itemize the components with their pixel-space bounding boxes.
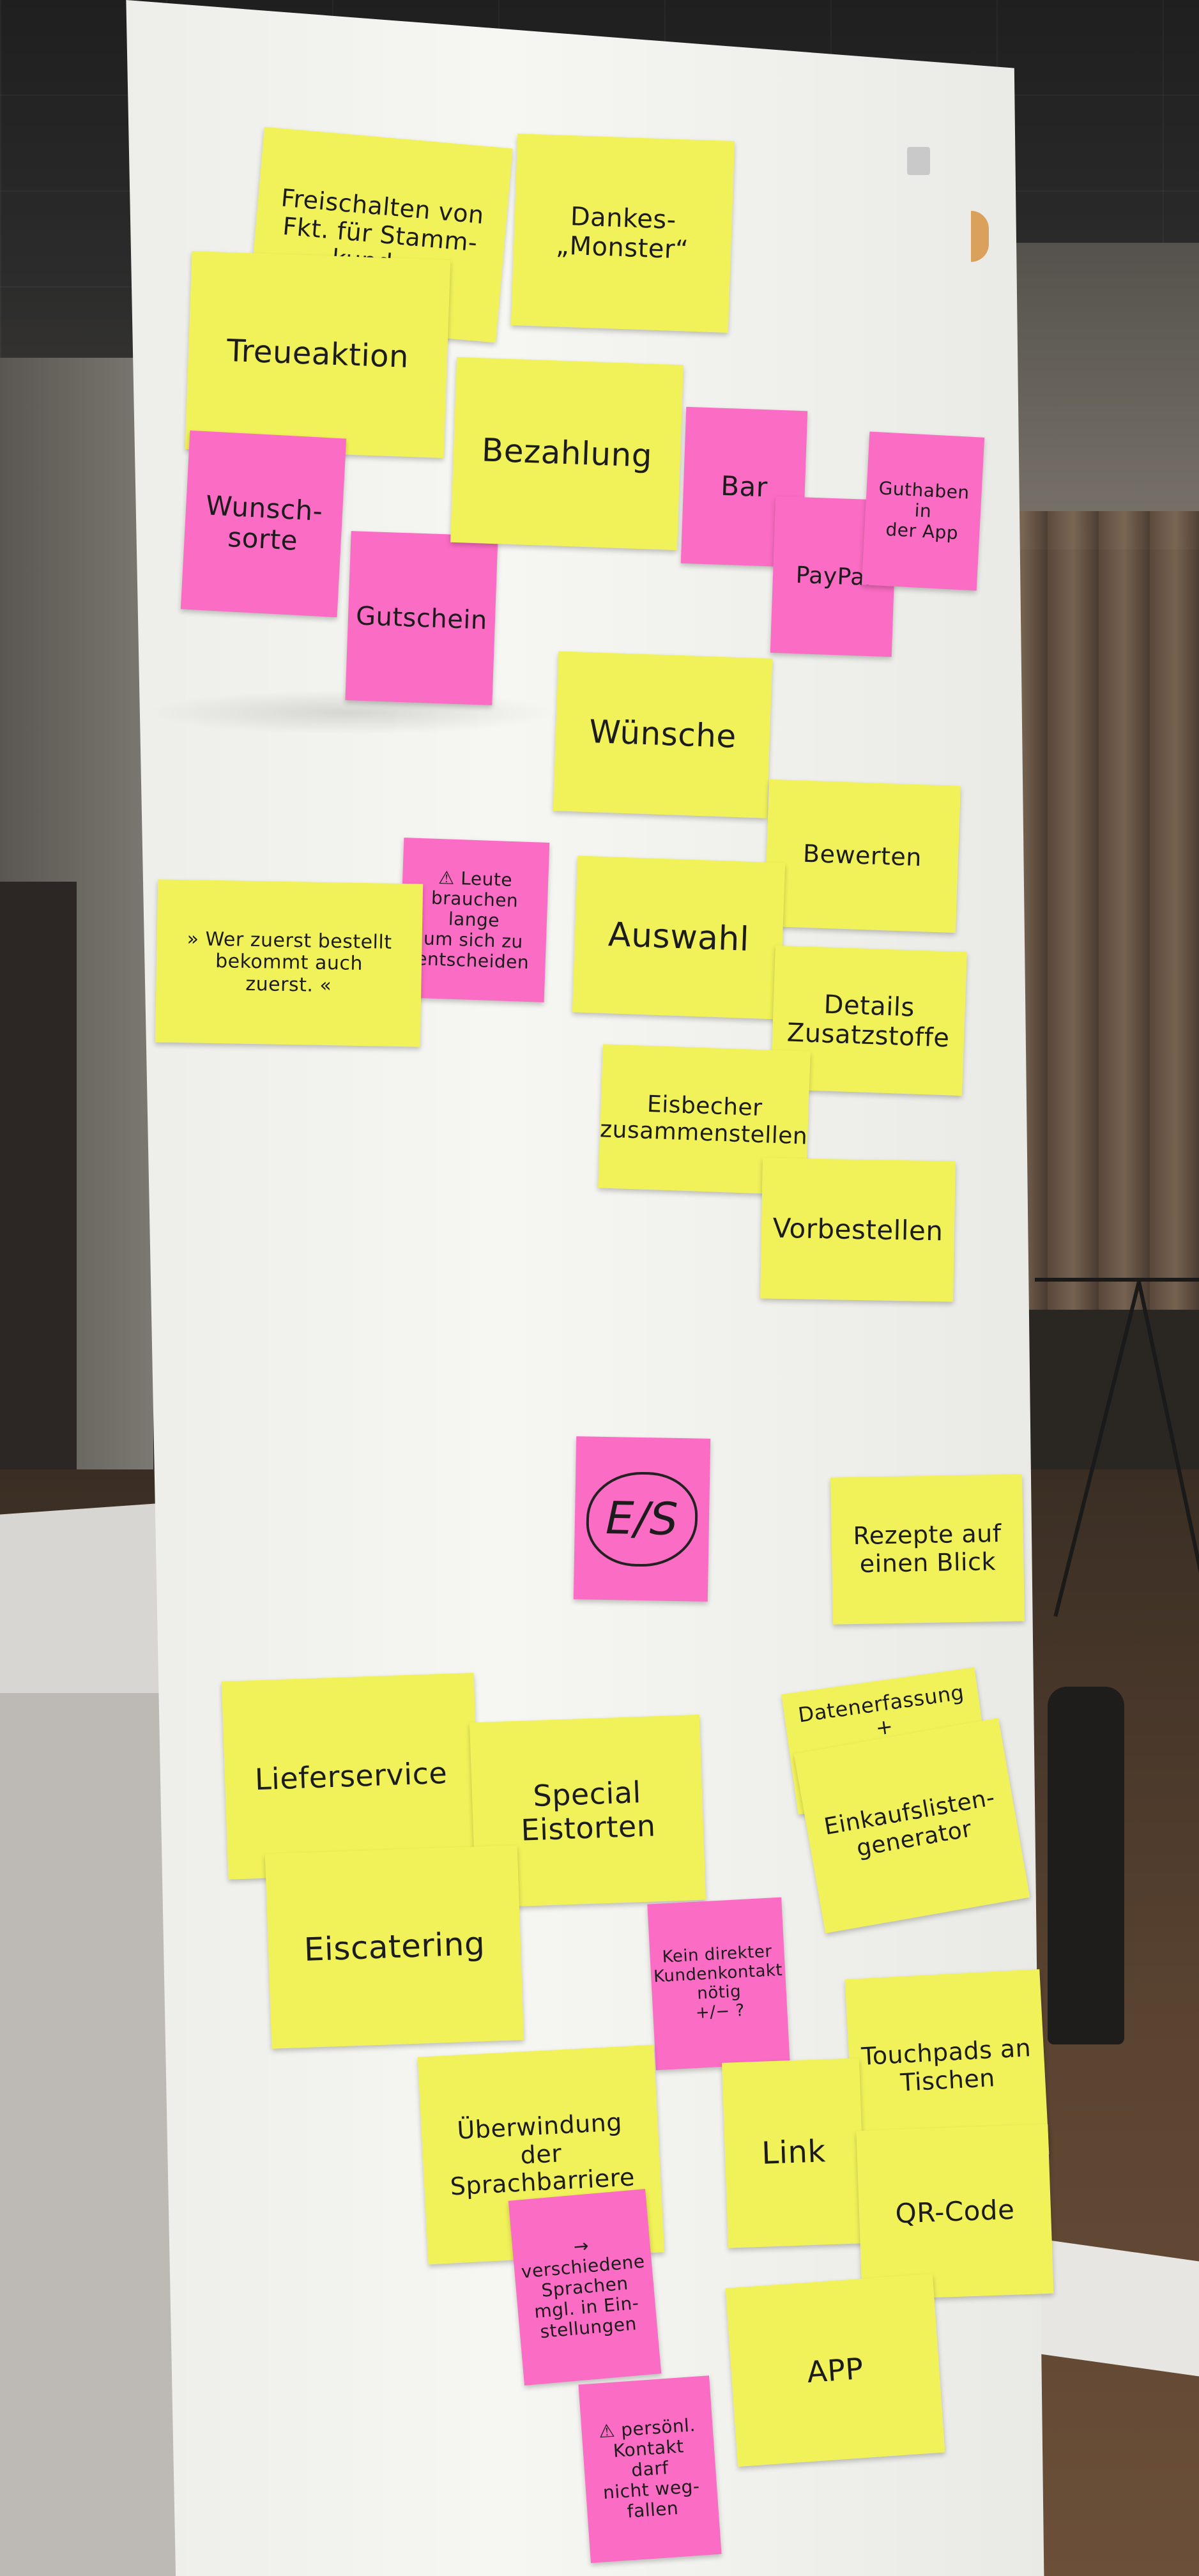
note-dankes[interactable]: Dankes- „Monster“ — [510, 134, 735, 333]
note-kein-direkter[interactable]: Kein direkter Kundenkontakt nötig +/− ? — [647, 1897, 790, 2071]
note-eiscatering[interactable]: Eiscatering — [264, 1845, 524, 2049]
note-einkaufsliste[interactable]: Einkaufslisten- generator — [793, 1717, 1030, 1934]
tripod-stand — [1035, 1278, 1199, 1627]
note-wunschsorte[interactable]: Wunsch- sorte — [180, 430, 347, 618]
note-link[interactable]: Link — [722, 2058, 866, 2248]
note-auswahl[interactable]: Auswahl — [572, 855, 786, 1020]
eis-cloud-drawing: E/S — [585, 1470, 699, 1568]
board-clip — [907, 147, 930, 175]
note-treueaktion[interactable]: Treueaktion — [185, 251, 451, 458]
eis-label: E/S — [605, 1492, 679, 1546]
note-gutschein[interactable]: Gutschein — [345, 531, 498, 705]
note-eis[interactable]: E/S — [573, 1436, 711, 1602]
chair — [1048, 1687, 1124, 2044]
note-vorbestellen[interactable]: Vorbestellen — [760, 1158, 956, 1302]
note-bewerten[interactable]: Bewerten — [764, 779, 961, 933]
curtain — [997, 511, 1199, 1310]
note-rezepte[interactable]: Rezepte auf einen Blick — [830, 1474, 1025, 1625]
note-verschiedene[interactable]: → verschiedene Sprachen mgl. in Ein- ste… — [508, 2189, 662, 2386]
note-guthaben[interactable]: Guthaben in der App — [861, 431, 985, 591]
board-pin — [971, 211, 989, 262]
note-app[interactable]: APP — [725, 2274, 945, 2467]
doorway — [0, 882, 77, 1508]
note-wuensche[interactable]: Wünsche — [553, 651, 773, 818]
note-persoenl[interactable]: ⚠ persönl. Kontakt darf nicht weg- falle… — [578, 2375, 722, 2563]
note-wer-zuerst[interactable]: » Wer zuerst bestellt bekommt auch zuers… — [155, 879, 424, 1047]
note-bezahlung[interactable]: Bezahlung — [450, 356, 684, 551]
note-qr-code[interactable]: QR-Code — [856, 2124, 1054, 2301]
